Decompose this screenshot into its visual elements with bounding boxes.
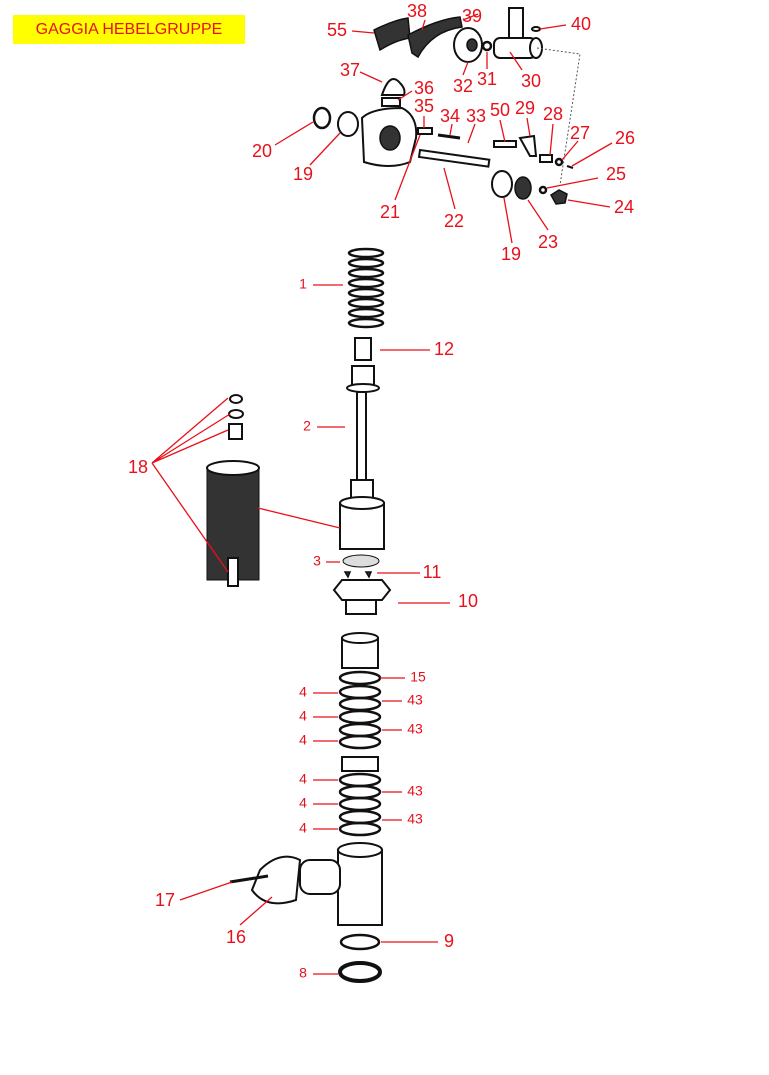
- label-35: 35: [414, 96, 434, 116]
- lever-group-head-parts: [312, 7, 581, 205]
- label-29: 29: [515, 98, 535, 118]
- label-4: 4: [299, 684, 307, 700]
- label-15: 15: [410, 669, 426, 685]
- part-55: [373, 17, 411, 52]
- part-37: [380, 78, 406, 96]
- part-26: [566, 165, 574, 169]
- label-38: 38: [407, 1, 427, 21]
- label-11: 11: [423, 562, 442, 582]
- label-34: 34: [440, 106, 460, 126]
- part-19b: [491, 170, 513, 198]
- part-9: [339, 933, 381, 951]
- label-19: 19: [501, 244, 521, 264]
- part-4-43-seals: [338, 670, 382, 837]
- part-40: [531, 26, 541, 32]
- label-43: 43: [407, 811, 423, 827]
- label-4: 4: [299, 771, 307, 787]
- label-4: 4: [299, 795, 307, 811]
- label-27: 27: [570, 123, 590, 143]
- part-8: [338, 961, 382, 983]
- label-4: 4: [299, 708, 307, 724]
- part-2: [356, 391, 367, 483]
- label-39: 39: [462, 6, 482, 26]
- label-3: 3: [313, 553, 321, 569]
- label-16: 16: [226, 927, 246, 947]
- label-33: 33: [466, 106, 486, 126]
- part-11: [343, 571, 373, 579]
- part-12: [354, 337, 372, 361]
- label-26: 26: [615, 128, 635, 148]
- label-4: 4: [299, 820, 307, 836]
- label-25: 25: [606, 164, 626, 184]
- part-24: [549, 189, 568, 205]
- label-20: 20: [252, 141, 272, 161]
- label-8: 8: [299, 965, 307, 981]
- piston-assembly-parts: [229, 247, 392, 983]
- part-18-filter-holder: [206, 394, 260, 587]
- part-3: [342, 554, 380, 568]
- label-10: 10: [458, 591, 478, 611]
- part-23: [514, 176, 532, 200]
- label-43: 43: [407, 721, 423, 737]
- part-25: [538, 185, 548, 195]
- label-31: 31: [477, 69, 497, 89]
- label-24: 24: [614, 197, 634, 217]
- label-17: 17: [155, 890, 175, 910]
- part-34: [437, 133, 461, 140]
- label-12: 12: [434, 339, 454, 359]
- part-10: [332, 579, 392, 601]
- label-36: 36: [414, 78, 434, 98]
- part-31: [481, 40, 493, 52]
- label-2: 2: [303, 418, 311, 434]
- label-37: 37: [340, 60, 360, 80]
- part-number-labels: 55 38 39 40 37 36 35 34 33 50 29 28 27 2…: [128, 1, 635, 981]
- label-1: 1: [299, 276, 307, 292]
- part-35: [417, 127, 433, 135]
- label-55: 55: [327, 20, 347, 40]
- label-43: 43: [407, 783, 423, 799]
- label-23: 23: [538, 232, 558, 252]
- part-20: [312, 106, 332, 130]
- group-flange: [299, 859, 341, 895]
- group-body: [337, 849, 383, 926]
- part-19a: [337, 111, 359, 137]
- label-28: 28: [543, 104, 563, 124]
- part-16: [250, 855, 302, 905]
- label-50: 50: [490, 100, 510, 120]
- label-4: 4: [299, 732, 307, 748]
- part-38: [407, 16, 463, 59]
- label-32: 32: [453, 76, 473, 96]
- label-19: 19: [293, 164, 313, 184]
- part-28: [539, 154, 553, 163]
- part-36: [381, 97, 401, 107]
- diagram-title: GAGGIA HEBELGRUPPE: [13, 15, 245, 44]
- label-18: 18: [128, 457, 148, 477]
- label-21: 21: [380, 202, 400, 222]
- part-27: [554, 157, 564, 167]
- leader-lines: [151, 13, 613, 975]
- label-40: 40: [571, 14, 591, 34]
- label-9: 9: [444, 931, 454, 951]
- label-22: 22: [444, 211, 464, 231]
- part-1-spring: [347, 247, 385, 329]
- part-22: [417, 148, 491, 168]
- label-43: 43: [407, 692, 423, 708]
- part-17: [229, 874, 269, 884]
- label-30: 30: [521, 71, 541, 91]
- part-29: [518, 134, 538, 157]
